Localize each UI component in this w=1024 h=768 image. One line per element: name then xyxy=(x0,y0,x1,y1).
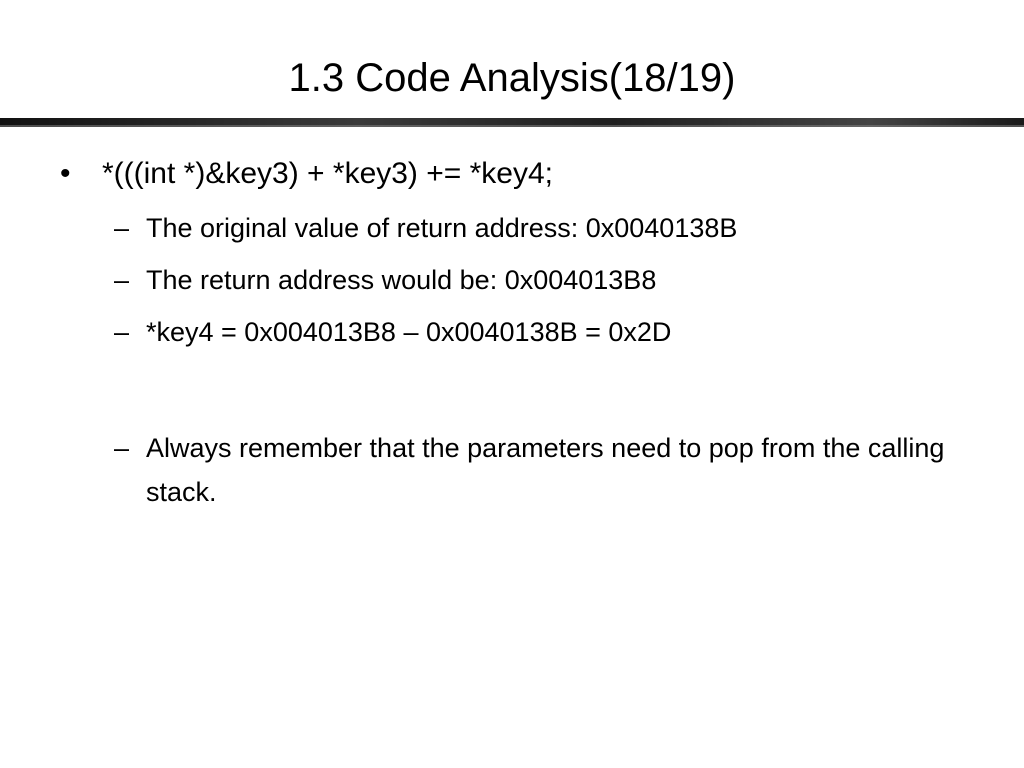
sub-bullet-text: The return address would be: 0x004013B8 xyxy=(146,265,657,295)
sub-bullet-text: The original value of return address: 0x… xyxy=(146,213,738,243)
dash-marker: – xyxy=(114,213,130,243)
title-divider xyxy=(0,118,1024,127)
sub-bullet-text: *key4 = 0x004013B8 – 0x0040138B = 0x2D xyxy=(146,317,672,347)
bullet-text: *(((int *)&key3) + *key3) += *key4; xyxy=(102,157,554,190)
dash-marker: – xyxy=(114,433,130,463)
dash-marker: – xyxy=(114,317,130,347)
bullet-item: • *(((int *)&key3) + *key3) += *key4; xyxy=(60,154,554,194)
slide-title: 1.3 Code Analysis(18/19) xyxy=(288,56,736,100)
sub-bullet-item: – Always remember that the parameters ne… xyxy=(114,426,946,514)
sub-bullet-item: – *key4 = 0x004013B8 – 0x0040138B = 0x2D xyxy=(114,310,946,354)
sub-bullet-item: – The return address would be: 0x004013B… xyxy=(114,258,946,302)
sub-bullet-text: Always remember that the parameters need… xyxy=(146,433,945,507)
bullet-marker: • xyxy=(60,157,71,190)
sub-bullet-item: – The original value of return address: … xyxy=(114,206,946,250)
dash-marker: – xyxy=(114,265,130,295)
